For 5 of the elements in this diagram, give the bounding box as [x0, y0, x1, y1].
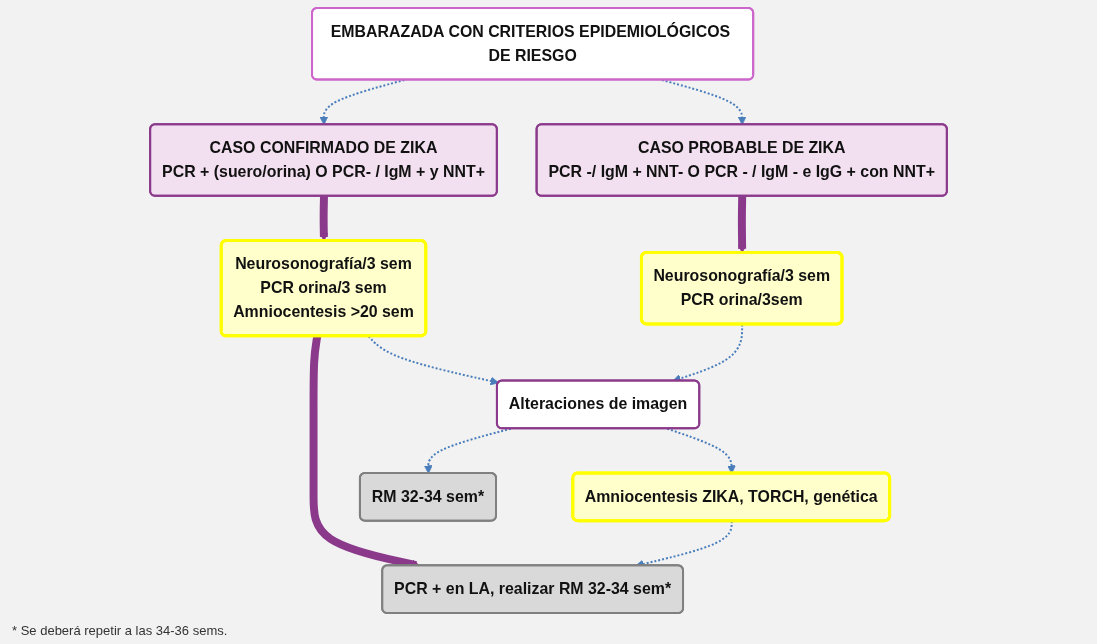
arrow: [660, 79, 747, 126]
arrow: [423, 427, 512, 474]
arrow: [319, 79, 406, 126]
arrow: [367, 335, 499, 386]
footnote: * Se deberá repetir a las 34-36 sems.: [12, 623, 229, 638]
